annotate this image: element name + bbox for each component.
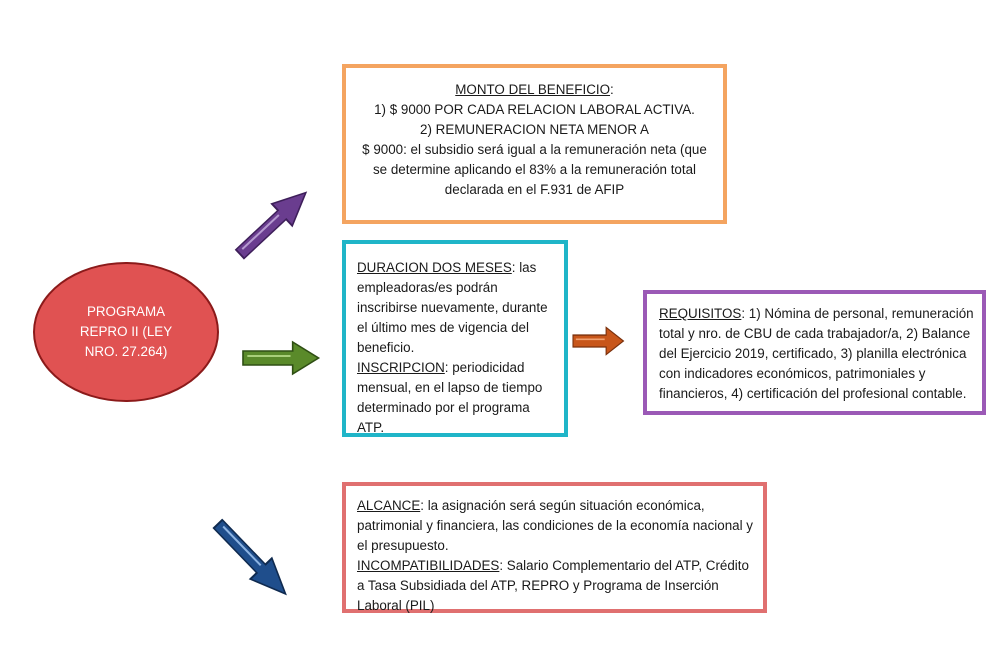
monto-heading-colon: : bbox=[610, 82, 614, 97]
alcance-text: : la asignación será según situación eco… bbox=[357, 498, 753, 553]
inscripcion-paragraph: INSCRIPCION: periodicidad mensual, en el… bbox=[357, 358, 554, 438]
monto-heading: MONTO DEL BENEFICIO bbox=[455, 82, 611, 97]
arrow-up-right bbox=[234, 191, 308, 260]
requisitos-box: REQUISITOS: 1) Nómina de personal, remun… bbox=[643, 290, 986, 415]
incompatibilidades-text: : Salario Complementario del ATP, Crédit… bbox=[357, 558, 749, 613]
arrow-down-right bbox=[212, 518, 287, 596]
alcance-paragraph: ALCANCE: la asignación será según situac… bbox=[357, 496, 755, 556]
incompatibilidades-heading: INCOMPATIBILIDADES bbox=[357, 558, 500, 573]
arrow-to-requisitos bbox=[572, 326, 625, 356]
programa-repro-label: PROGRAMA REPRO II (LEY NRO. 27.264) bbox=[79, 304, 173, 359]
duracion-heading: DURACION DOS MESES bbox=[357, 260, 512, 275]
duracion-box: DURACION DOS MESES: las empleadoras/es p… bbox=[342, 240, 568, 437]
duracion-text: : las empleadoras/es podrán inscribirse … bbox=[357, 260, 548, 355]
alcance-box: ALCANCE: la asignación será según situac… bbox=[342, 482, 767, 613]
monto-beneficio-box: MONTO DEL BENEFICIO: 1) $ 9000 POR CADA … bbox=[342, 64, 727, 224]
requisitos-heading: REQUISITOS bbox=[659, 306, 742, 321]
requisitos-text: : 1) Nómina de personal, remuneración to… bbox=[659, 306, 974, 401]
inscripcion-text: : periodicidad mensual, en el lapso de t… bbox=[357, 360, 543, 435]
incompatibilidades-paragraph: INCOMPATIBILIDADES: Salario Complementar… bbox=[357, 556, 755, 616]
monto-line-1: 1) $ 9000 POR CADA RELACION LABORAL ACTI… bbox=[374, 102, 695, 117]
alcance-heading: ALCANCE bbox=[357, 498, 421, 513]
monto-heading-line: MONTO DEL BENEFICIO: bbox=[356, 80, 713, 100]
monto-line-2: 2) REMUNERACION NETA MENOR A bbox=[420, 122, 649, 137]
inscripcion-heading: INSCRIPCION bbox=[357, 360, 445, 375]
programa-repro-node: PROGRAMA REPRO II (LEY NRO. 27.264) bbox=[33, 262, 219, 402]
arrow-right bbox=[242, 340, 321, 376]
duracion-paragraph: DURACION DOS MESES: las empleadoras/es p… bbox=[357, 258, 554, 358]
monto-line-3: $ 9000: el subsidio será igual a la remu… bbox=[362, 142, 707, 197]
